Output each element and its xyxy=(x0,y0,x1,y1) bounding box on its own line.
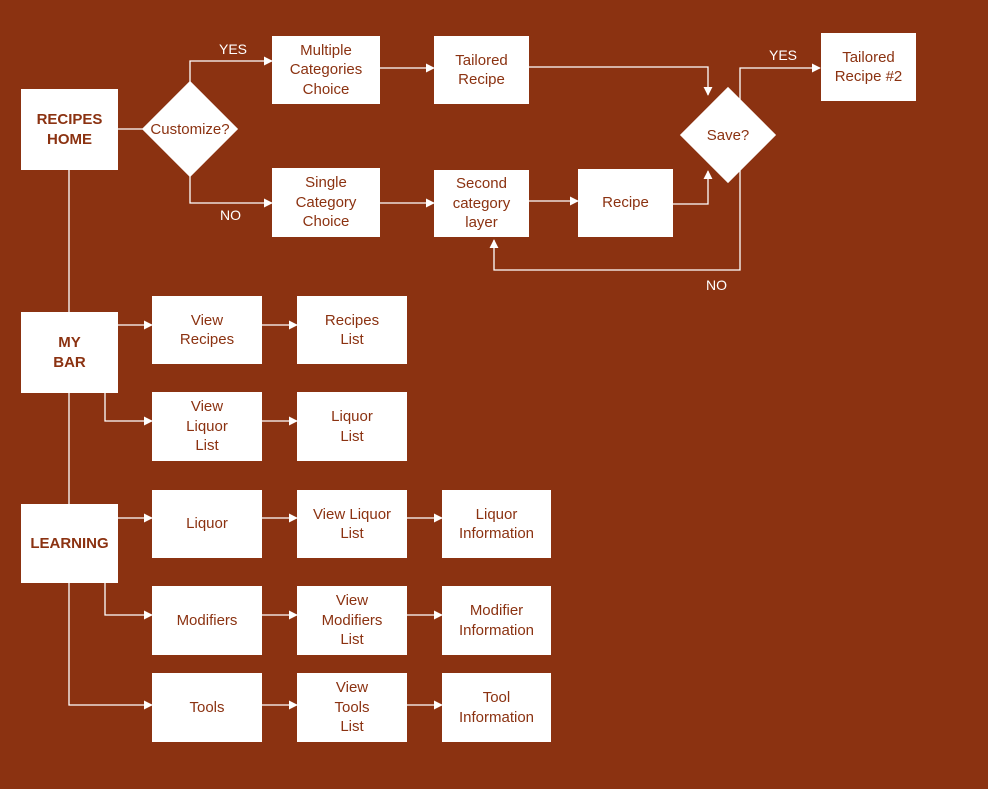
liquor-node: Liquor xyxy=(152,490,262,558)
recipes-list-node: Recipes List xyxy=(297,296,407,364)
liquor-information-node: Liquor Information xyxy=(442,490,551,558)
customize-no-label: NO xyxy=(220,207,241,223)
learning-node: LEARNING xyxy=(21,504,118,583)
recipes-home-node: RECIPES HOME xyxy=(21,89,118,170)
customize-yes-label: YES xyxy=(219,41,248,57)
liquor-list-node: Liquor List xyxy=(297,392,407,461)
edge-learning-tools xyxy=(68,583,153,710)
edge-bar-viewliquor xyxy=(104,393,153,426)
edge-customize-yes xyxy=(189,56,273,83)
edge-tailored-save xyxy=(529,66,713,96)
edge-save-yes xyxy=(739,63,821,100)
edge-recipe-save xyxy=(673,170,713,205)
edge-customize-no xyxy=(189,176,273,208)
tools-node: Tools xyxy=(152,673,262,742)
save-decision-label: Save? xyxy=(706,126,750,144)
second-category-node: Second category layer xyxy=(434,170,529,237)
multiple-categories-node: Multiple Categories Choice xyxy=(272,36,380,104)
view-modifiers-list-node: View Modifiers List xyxy=(297,586,407,655)
view-liquor-list-learning-node: View Liquor List xyxy=(297,490,407,558)
save-no-label: NO xyxy=(706,277,727,293)
tool-information-node: Tool Information xyxy=(442,673,551,742)
edge-save-no xyxy=(489,168,741,271)
tailored-recipe-node: Tailored Recipe xyxy=(434,36,529,104)
recipe-node: Recipe xyxy=(578,169,673,237)
view-recipes-node: View Recipes xyxy=(152,296,262,364)
save-yes-label: YES xyxy=(769,47,798,63)
view-tools-list-node: View Tools List xyxy=(297,673,407,742)
modifiers-node: Modifiers xyxy=(152,586,262,655)
tailored-recipe-2-node: Tailored Recipe #2 xyxy=(821,33,916,101)
modifier-information-node: Modifier Information xyxy=(442,586,551,655)
customize-decision-label: Customize? xyxy=(150,120,230,138)
view-liquor-list-node: View Liquor List xyxy=(152,392,262,461)
my-bar-node: MY BAR xyxy=(21,312,118,393)
edge-learning-modifiers xyxy=(104,583,153,620)
single-category-node: Single Category Choice xyxy=(272,168,380,237)
